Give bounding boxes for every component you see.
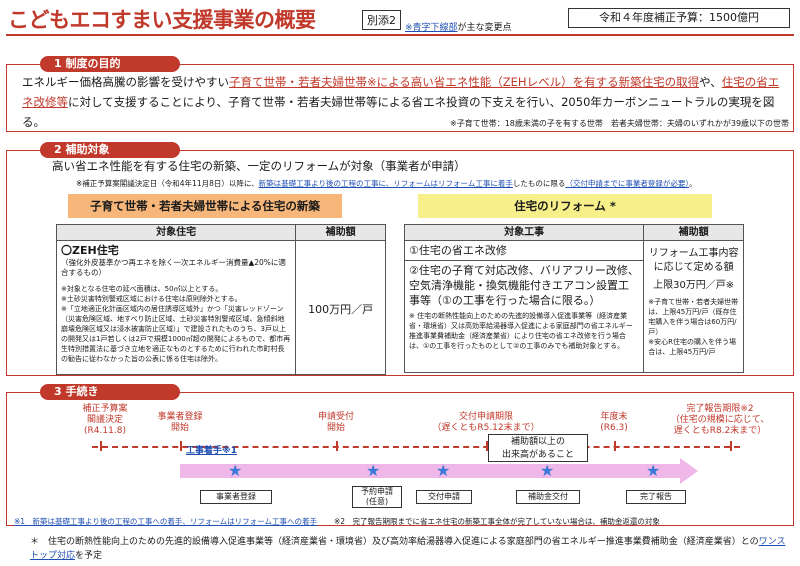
reform-amount-b: 上限30万円／戸※: [653, 280, 735, 291]
section2-intro: 高い省エネ性能を有する住宅の新築、一定のリフォームが対象（事業者が申請）: [52, 159, 466, 173]
zeh-desc: （強化外皮基準かつ再エネを除く一次エネルギー消費量▲20%に適合するもの）: [61, 258, 286, 277]
bottom-note-c: を予定: [75, 551, 103, 561]
new-build-col-amount: 補助額: [295, 224, 386, 241]
section3-heading: 3 手続き: [40, 384, 180, 400]
reform-amount-note1: ※子育て世帯・若者夫婦世帯は、上限45万円/戸（既存住宅購入を伴う場合は60万円…: [648, 298, 739, 336]
step-registration: 事業者登録: [200, 490, 272, 504]
s2-note-e: 。: [689, 179, 697, 188]
section1-box: [6, 64, 794, 132]
reform-panel-title: 住宅のリフォーム *: [418, 194, 712, 218]
reform-item2: ②住宅の子育て対応改修、バリアフリー改修、空気清浄機能・換気機能付きエアコン設置…: [409, 264, 639, 307]
reform-amount-a: リフォーム工事内容に応じて定める額: [648, 248, 739, 273]
s1-text-a: エネルギー価格高騰の影響を受けやすい: [22, 75, 229, 89]
annex-badge: 別添2: [362, 10, 401, 30]
budget-box: 令和４年度補正予算：1500億円: [568, 8, 790, 28]
star-icon: ★: [646, 461, 661, 480]
s1-text-e: に対して支援することにより、子育て世帯・若者夫婦世帯等による省エネ投資の下支えを…: [22, 95, 775, 129]
reform-item2-cell: ②住宅の子育て対応改修、バリアフリー改修、空気清浄機能・換気機能付きエアコン設置…: [403, 260, 645, 373]
s2-note-c: したものに限る: [512, 179, 566, 188]
milestone-completion-deadline: 完了報告期限※2 （住宅の規模に応じて、 遅くともR8.2末まで）: [670, 404, 770, 436]
tick-5: [614, 441, 616, 451]
reform-amount-note2: ※安心R住宅の購入を伴う場合は、上限45万円/戸: [648, 338, 736, 356]
process-arrow: [180, 464, 680, 478]
milestone-registration: 事業者登録 開始: [157, 412, 203, 433]
s1-text-b: 子育て世帯・若者夫婦世帯※による高い省エネ性能（ZEHレベル）を有する新築住宅の…: [229, 75, 700, 89]
section2-heading: 2 補助対象: [40, 142, 180, 158]
section2-note: ※補正予算案閣議決定日（令和4年11月8日）以降に、新築は基礎工事より後の工程の…: [76, 178, 697, 189]
new-build-amount-cell: 100万円／戸: [295, 240, 386, 375]
milestone-fiscal-year-end: 年度末 (R6.3): [600, 412, 628, 433]
star-icon: ★: [540, 461, 555, 480]
new-build-target-cell: 〇ZEH住宅 （強化外皮基準かつ再エネを除く一次エネルギー消費量▲20%に適合す…: [55, 240, 297, 375]
bottom-note-b: ワンストップ対応: [30, 537, 786, 561]
star-icon: ★: [228, 461, 243, 480]
zeh-title: 〇ZEH住宅: [61, 244, 119, 257]
new-build-panel-title: 子育て世帯・若者夫婦世帯による住宅の新築: [68, 194, 342, 218]
bottom-note: ＊ 住宅の断熱性能向上のための先進的設備導入促進事業等（経済産業省・環境省）及び…: [30, 535, 790, 563]
process-arrow-head: [680, 458, 698, 484]
step-grant: 補助金交付: [516, 490, 580, 504]
s2-note-b: 新築は基礎工事より後の工程の工事に、リフォームはリフォーム工事に着手: [258, 179, 513, 188]
callout-box: 補助額以上の 出来高があること: [488, 434, 588, 462]
reform-item1-cell: ①住宅の省エネ改修: [403, 240, 645, 261]
reform-amount-cell: リフォーム工事内容に応じて定める額 上限30万円／戸※ ※子育て世帯・若者夫婦世…: [643, 240, 744, 373]
milestone-budget: 補正予算案 閣議決定 (R4.11.8): [82, 404, 128, 436]
change-note: ※青字下線部が主な変更点: [405, 20, 512, 33]
star-icon: ★: [436, 461, 451, 480]
new-build-col-target: 対象住宅: [55, 224, 297, 241]
milestone-application-deadline: 交付申請期限 （遅くともR5.12末まで）: [432, 412, 540, 433]
s2-note-d: （交付申請までに事業者登録が必要）: [565, 179, 690, 188]
new-build-amount: 100万円／戸: [308, 303, 374, 316]
section1-text: エネルギー価格高騰の影響を受けやすい子育て世帯・若者夫婦世帯※による高い省エネ性…: [22, 72, 782, 132]
new-build-note2: ※土砂災害特別警戒区域における住宅は原則除外とする。: [61, 295, 242, 303]
new-build-note3: ※「立地適正化計画区域内の居住誘導区域外」かつ「災害レッドゾーン（災害危険区域、…: [61, 305, 291, 363]
new-build-table: 対象住宅 補助額 〇ZEH住宅 （強化外皮基準かつ再エネを除く一次エネルギー消費…: [55, 224, 386, 375]
construction-start: 工事着手※1: [186, 446, 238, 456]
section1-note: ※子育て世帯：18歳未満の子を有する世帯 若者夫婦世帯：夫婦のいずれかが39歳以…: [450, 119, 790, 128]
reform-col-amount: 補助額: [643, 224, 744, 241]
tick-1: [100, 441, 102, 451]
header-divider: [6, 34, 794, 36]
timeline-line: [92, 446, 740, 448]
new-build-note1: ※対象となる住宅の延べ面積は、50㎡以上とする。: [61, 285, 223, 293]
step-application: 交付申請: [416, 490, 472, 504]
tick-2: [180, 441, 182, 451]
reform-col-work: 対象工事: [403, 224, 645, 241]
s1-text-d: 住宅の省エネ改修等: [22, 75, 780, 109]
page-title: こどもエコすまい支援事業の概要: [8, 8, 316, 32]
s1-text-c: や、: [699, 75, 722, 89]
change-note-blue: ※青字下線部: [405, 23, 458, 33]
change-note-rest: が主な変更点: [457, 23, 512, 33]
tick-4: [486, 441, 488, 451]
footnote-1: ※1 新築は基礎工事より後の工程の工事への着手、リフォームはリフォーム工事への着…: [14, 517, 317, 526]
s2-note-a: ※補正予算案閣議決定日（令和4年11月8日）以降に、: [76, 179, 259, 188]
step-completion-report: 完了報告: [626, 490, 686, 504]
section1-heading: 1 制度の目的: [40, 56, 180, 72]
reform-item1: ①住宅の省エネ改修: [409, 244, 507, 257]
footnote-2: ※2 完了報告期限までに省エネ住宅の新築工事全体が完了していない場合は、補助金返…: [334, 517, 660, 526]
reform-note: ※ 住宅の断熱性能向上のための先進的設備導入促進事業等（経済産業省・環境省）又は…: [409, 312, 633, 350]
tick-6: [730, 441, 732, 451]
tick-3: [336, 441, 338, 451]
star-icon: ★: [366, 461, 381, 480]
milestone-application-start: 申請受付 開始: [317, 412, 354, 433]
step-reservation: 予約申請 (任意): [352, 486, 402, 508]
reform-table: 対象工事 補助額 ①住宅の省エネ改修 リフォーム工事内容に応じて定める額 上限3…: [403, 224, 744, 373]
bottom-note-a: ＊ 住宅の断熱性能向上のための先進的設備導入促進事業等（経済産業省・環境省）及び…: [30, 537, 759, 547]
